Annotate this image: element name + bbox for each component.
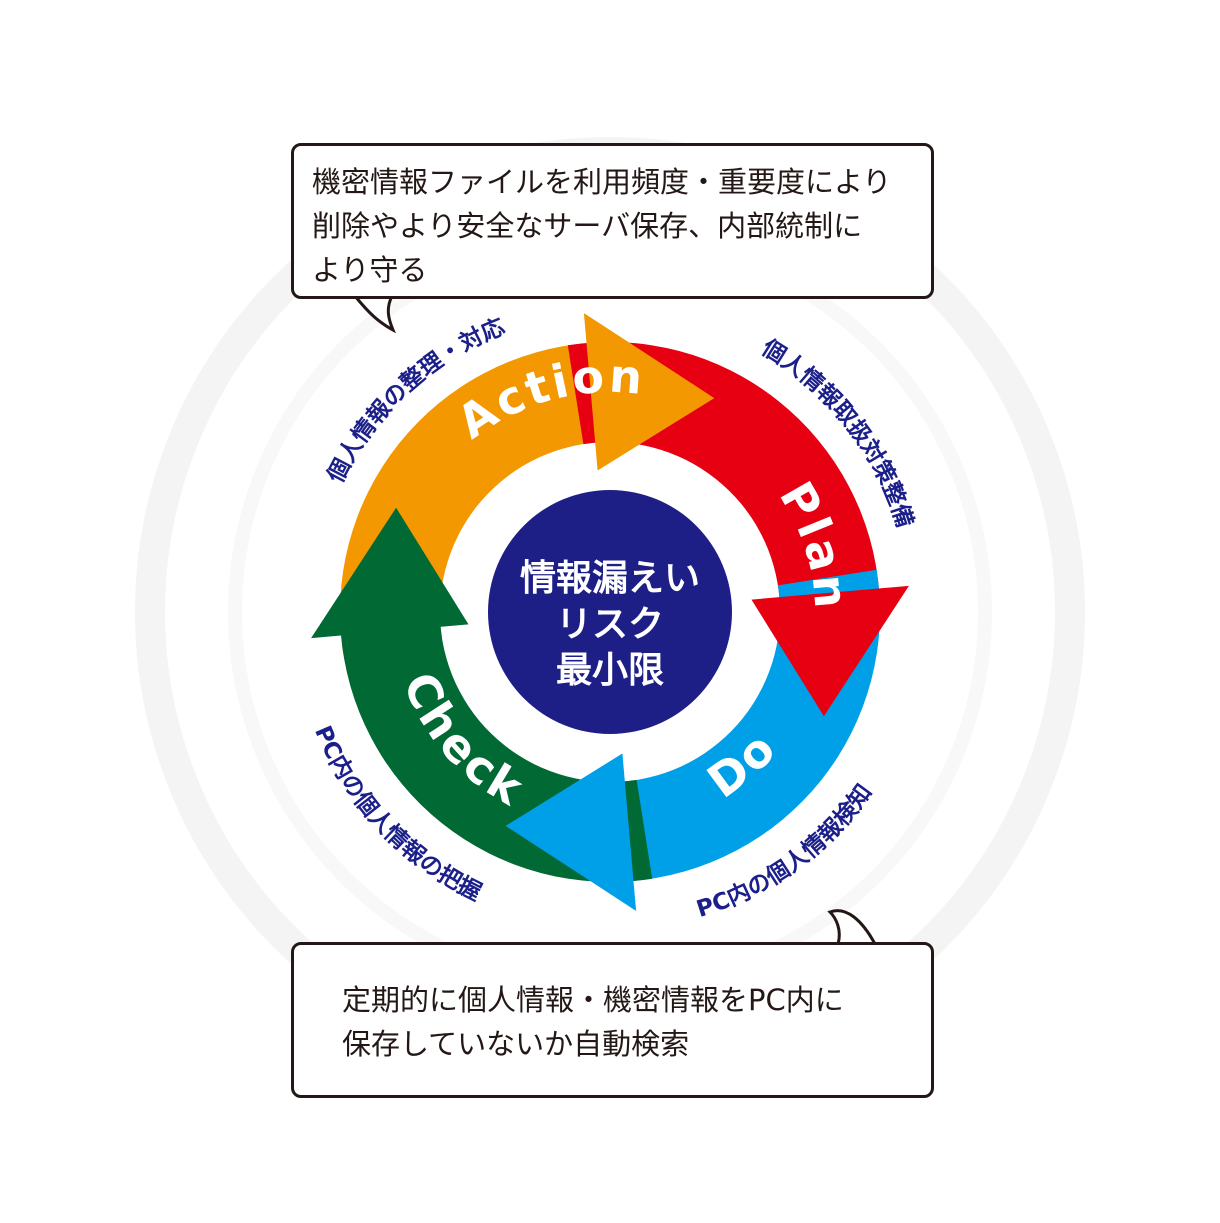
center-circle [488,490,732,734]
check-arrow-head [311,507,469,639]
top-callout: 機密情報ファイルを利用頻度・重要度により 削除やより安全なサーバ保存、内部統制に… [291,143,934,299]
bottom-callout-tail [827,909,877,945]
do-arrow-head [505,753,637,911]
bottom-callout-line-2: 保存していないか自動検索 [342,1027,690,1061]
top-callout-line-2: 削除やより安全なサーバ保存、内部統制に [312,209,863,243]
top-callout-line-3: より守る [312,253,428,287]
bottom-callout-line-1: 定期的に個人情報・機密情報をPC内に [342,983,844,1017]
center-line-2: リスク [556,604,664,645]
bottom-callout: 定期的に個人情報・機密情報をPC内に 保存していないか自動検索 [291,942,934,1098]
center-line-1: 情報漏えい [520,558,700,599]
top-callout-tail [353,295,396,334]
plan-arrow-head [751,585,909,717]
center-line-3: 最小限 [556,650,664,691]
top-callout-line-1: 機密情報ファイルを利用頻度・重要度により [312,165,892,199]
action-arrow-head [583,313,715,471]
